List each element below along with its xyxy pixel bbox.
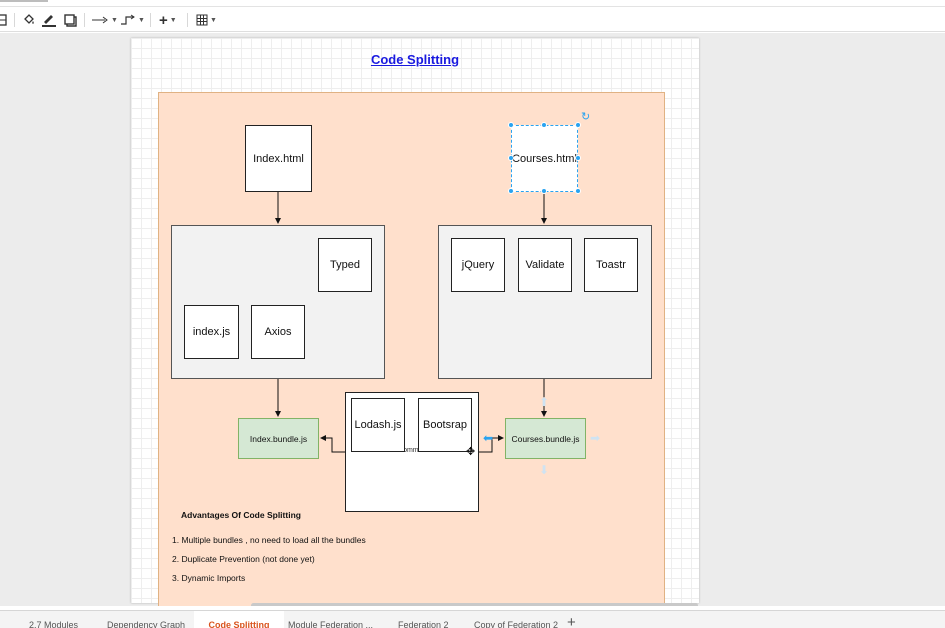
tab-dependency-graph[interactable]: Dependency Graph: [107, 620, 186, 628]
top-strip: [0, 0, 945, 7]
chevron-down-icon: ▼: [169, 16, 177, 24]
bootsrap-node[interactable]: Bootsrap: [418, 398, 472, 452]
courses-bundle-node[interactable]: Courses.bundle.js: [505, 418, 586, 459]
advantage-item[interactable]: 2. Duplicate Prevention (not done yet): [172, 554, 315, 564]
connection-icon[interactable]: ▼: [91, 12, 118, 28]
format-panel-icon[interactable]: [0, 12, 8, 28]
validate-node[interactable]: Validate: [518, 238, 572, 292]
fill-color-icon[interactable]: [22, 12, 36, 28]
resize-handle-w[interactable]: [508, 155, 514, 161]
chevron-down-icon: ▼: [111, 16, 118, 24]
tab-federation-2[interactable]: Federation 2: [398, 620, 449, 628]
resize-handle-nw[interactable]: [508, 122, 514, 128]
typed-node[interactable]: Typed: [318, 238, 372, 292]
axios-node[interactable]: Axios: [251, 305, 305, 359]
resize-handle-e[interactable]: [575, 155, 581, 161]
edge-common-to-courses-bundle: [479, 435, 504, 453]
table-icon[interactable]: ▼: [196, 12, 217, 28]
edge-common-to-index-bundle: [320, 435, 345, 453]
jquery-node[interactable]: jQuery: [451, 238, 505, 292]
add-page-icon[interactable]: +: [567, 614, 576, 628]
toastr-node[interactable]: Toastr: [584, 238, 638, 292]
chevron-down-icon: ▼: [138, 16, 145, 24]
chevron-down-icon: ▼: [210, 16, 217, 24]
advantage-item[interactable]: 3. Dynamic Imports: [172, 573, 246, 583]
page-tabs: 2.7 Modules Dependency Graph Code Splitt…: [0, 610, 945, 628]
diagram-title[interactable]: Code Splitting: [370, 52, 460, 67]
canvas[interactable]: Code Splitting Index.html Courses.html T…: [0, 33, 945, 606]
common-label: common: [399, 447, 427, 454]
tab-2-7-modules[interactable]: 2.7 Modules: [29, 620, 79, 628]
toolbar: ▼ ▼ +▼ ▼: [0, 8, 945, 32]
index-html-node[interactable]: Index.html: [245, 125, 312, 192]
resize-handle-n[interactable]: [541, 122, 547, 128]
resize-handle-sw[interactable]: [508, 188, 514, 194]
rotate-icon[interactable]: ↻: [581, 111, 591, 123]
index-bundle-node[interactable]: Index.bundle.js: [238, 418, 319, 459]
connectors: [275, 192, 547, 453]
horizontal-scrollbar[interactable]: [251, 603, 698, 606]
hover-arrow-down-icon[interactable]: ⬇: [539, 463, 550, 477]
resize-handle-se[interactable]: [575, 188, 581, 194]
shadow-icon[interactable]: [63, 12, 77, 28]
index-js-node[interactable]: index.js: [184, 305, 239, 359]
title-fragment: [0, 0, 48, 2]
diagram-page[interactable]: Code Splitting Index.html Courses.html T…: [131, 38, 699, 606]
resize-handle-s[interactable]: [541, 188, 547, 194]
insert-icon[interactable]: +▼: [159, 11, 177, 29]
tab-module-federation[interactable]: Module Federation ...: [288, 620, 374, 628]
advantages-heading[interactable]: Advantages Of Code Splitting: [181, 510, 301, 520]
tab-copy-of-federation-2[interactable]: Copy of Federation 2: [474, 620, 559, 628]
advantage-item[interactable]: 1. Multiple bundles , no need to load al…: [172, 535, 366, 545]
tab-code-splitting[interactable]: Code Splitting: [194, 611, 284, 628]
move-cursor-icon: ✥: [466, 446, 476, 458]
hover-arrow-left-icon[interactable]: ⬅: [483, 431, 494, 445]
lodash-node[interactable]: Lodash.js: [351, 398, 405, 452]
waypoints-icon[interactable]: ▼: [120, 12, 145, 28]
hover-arrow-up-icon[interactable]: ⬆: [539, 395, 550, 409]
hover-arrow-right-icon[interactable]: ➡: [590, 431, 601, 445]
resize-handle-ne[interactable]: [575, 122, 581, 128]
line-color-icon[interactable]: [41, 12, 57, 28]
